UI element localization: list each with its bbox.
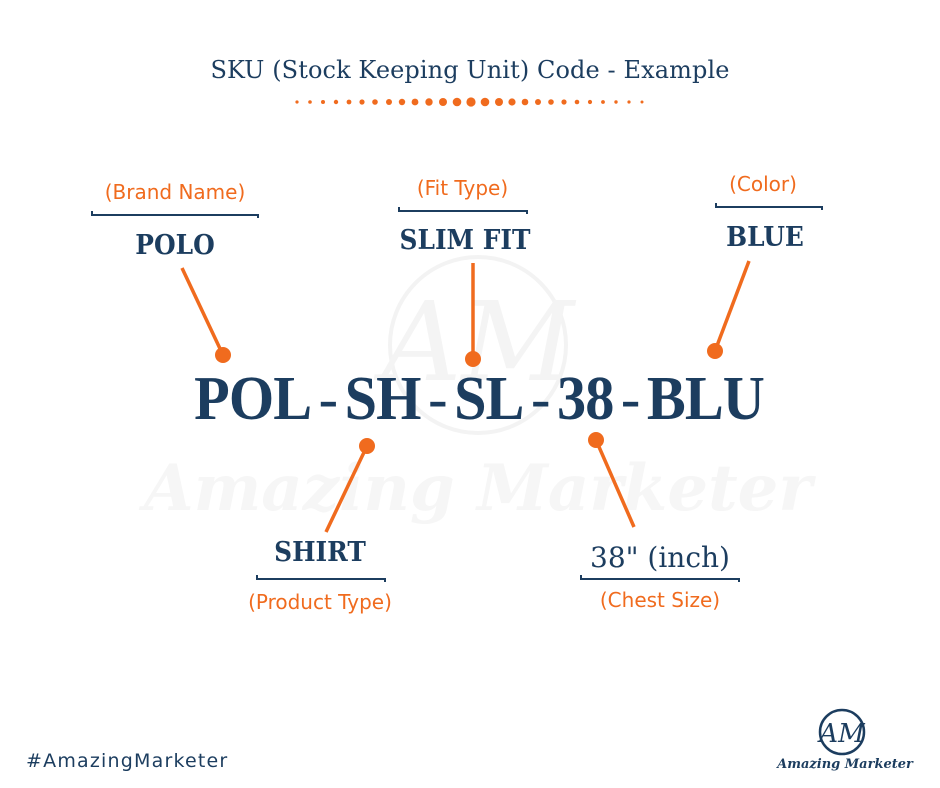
page-title: SKU (Stock Keeping Unit) Code - Example bbox=[210, 56, 730, 84]
connector-dot-size-icon bbox=[588, 432, 604, 448]
dot-divider-icon bbox=[295, 97, 644, 107]
size-value: 38" (inch) bbox=[590, 541, 730, 574]
size-category-label: (Chest Size) bbox=[599, 588, 721, 612]
brand-value: POLO bbox=[135, 230, 215, 261]
sku-segment-product: SH bbox=[344, 365, 422, 433]
sku-code: POL-SH-SL-38-BLU bbox=[29, 364, 930, 435]
product-value: SHIRT bbox=[274, 537, 366, 568]
connector-color bbox=[713, 260, 751, 352]
product-category-label: (Product Type) bbox=[248, 590, 392, 614]
sku-separator: - bbox=[318, 365, 338, 433]
product-underline bbox=[256, 575, 386, 582]
sku-separator: - bbox=[428, 365, 447, 433]
sku-separator: - bbox=[620, 365, 640, 433]
brand-logo-icon: AM bbox=[817, 708, 866, 756]
watermark-text: Amazing Marketer bbox=[139, 451, 816, 526]
sku-segment-brand: POL bbox=[194, 365, 312, 433]
connector-dot-product-icon bbox=[359, 438, 375, 454]
hashtag: #AmazingMarketer bbox=[26, 750, 229, 772]
connector-dot-fit-icon bbox=[465, 351, 481, 367]
sku-segment-fit: SL bbox=[454, 365, 524, 433]
connector-size bbox=[594, 439, 636, 528]
color-category-label: (Color) bbox=[729, 172, 797, 196]
connector-dot-brand-icon bbox=[215, 347, 231, 363]
fit-value: SLIM FIT bbox=[399, 225, 531, 256]
brand-underline bbox=[91, 211, 259, 218]
connector-brand bbox=[180, 267, 225, 356]
sku-segment-size: 38 bbox=[557, 365, 614, 433]
fit-category-label: (Fit Type) bbox=[416, 176, 509, 200]
brand-category-label: (Brand Name) bbox=[104, 180, 246, 204]
logo-monogram: AM bbox=[817, 719, 866, 749]
logo-text: Amazing Marketer bbox=[777, 757, 913, 772]
size-underline bbox=[580, 575, 740, 582]
connector-product bbox=[324, 445, 369, 533]
fit-underline bbox=[398, 207, 528, 214]
color-underline bbox=[715, 203, 823, 210]
sku-segment-color: BLU bbox=[646, 365, 765, 433]
watermark-circle-icon bbox=[388, 255, 568, 435]
sku-separator: - bbox=[531, 365, 550, 433]
color-value: BLUE bbox=[726, 222, 804, 253]
connector-dot-color-icon bbox=[707, 343, 723, 359]
